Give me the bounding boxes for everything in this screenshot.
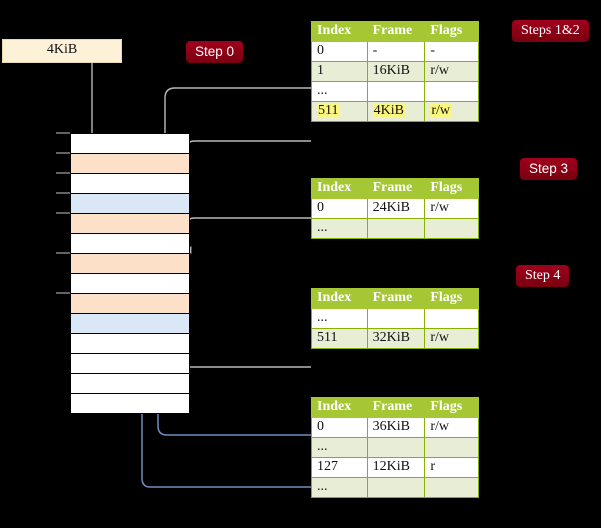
- cell-index: ...: [311, 437, 368, 458]
- cell-flags: r/w: [424, 61, 479, 82]
- column-header-frame: Frame: [366, 288, 426, 309]
- column-header-flags: Flags: [424, 178, 479, 199]
- table-row[interactable]: ...: [311, 81, 479, 102]
- cell-frame: 24KiB: [366, 198, 426, 219]
- cell-index: 1: [311, 61, 368, 82]
- cell-flags: r/w: [424, 101, 479, 122]
- memory-frame-row: [70, 193, 190, 214]
- table-row[interactable]: ...: [311, 218, 479, 239]
- virtual-address-label: 4KiB: [46, 42, 78, 57]
- cell-flags: r/w: [424, 417, 479, 438]
- cell-flags: [424, 308, 479, 329]
- column-header-flags: Flags: [424, 397, 479, 418]
- cell-flags: r: [424, 457, 479, 478]
- memory-frame-row: [70, 153, 190, 174]
- table-row[interactable]: ...: [311, 477, 479, 498]
- cell-frame: 32KiB: [366, 328, 426, 349]
- column-header-index: Index: [311, 21, 368, 42]
- table-row[interactable]: 511 4KiB r/w: [311, 101, 479, 122]
- cell-frame: [366, 437, 426, 458]
- memory-frame-row: [70, 253, 190, 274]
- memory-frame-row: [70, 173, 190, 194]
- cell-index: 127: [311, 457, 368, 478]
- column-header-index: Index: [311, 178, 368, 199]
- cell-index: 0: [311, 198, 368, 219]
- cell-flags: r/w: [424, 328, 479, 349]
- column-header-frame: Frame: [366, 397, 426, 418]
- memory-frame-row: [70, 393, 190, 414]
- badge-steps-1-2: Steps 1&2: [512, 20, 589, 42]
- highlighted-value: 4KiB: [372, 103, 405, 118]
- badge-step-3: Step 3: [520, 158, 578, 180]
- cell-frame: [366, 308, 426, 329]
- cell-frame: [366, 81, 426, 102]
- memory-frame-row: [70, 213, 190, 234]
- column-header-index: Index: [311, 288, 368, 309]
- cell-flags: -: [424, 41, 479, 62]
- highlighted-value: r/w: [430, 103, 452, 118]
- cell-flags: [424, 218, 479, 239]
- column-header-frame: Frame: [366, 178, 426, 199]
- cell-index: ...: [311, 308, 368, 329]
- cell-index: 511: [311, 101, 368, 122]
- memory-frame-row: [70, 333, 190, 354]
- table-row[interactable]: 0--: [311, 41, 479, 62]
- badge-step-0: Step 0: [186, 41, 244, 63]
- cell-frame: [366, 218, 426, 239]
- cell-frame: 4KiB: [366, 101, 426, 122]
- memory-frame-row: [70, 233, 190, 254]
- cell-index: ...: [311, 218, 368, 239]
- highlighted-value: 511: [317, 103, 340, 118]
- column-header-frame: Frame: [366, 21, 426, 42]
- memory-frame-row: [70, 293, 190, 314]
- cell-frame: 16KiB: [366, 61, 426, 82]
- column-header-flags: Flags: [424, 21, 479, 42]
- cell-frame: 12KiB: [366, 457, 426, 478]
- badge-step-4: Step 4: [516, 265, 570, 287]
- memory-frame-row: [70, 273, 190, 294]
- cell-flags: [424, 81, 479, 102]
- memory-frame-row: [70, 313, 190, 334]
- cell-index: 0: [311, 41, 368, 62]
- virtual-address-box: 4KiB: [2, 39, 122, 63]
- cell-index: ...: [311, 81, 368, 102]
- memory-frame-row: [70, 353, 190, 374]
- column-header-index: Index: [311, 397, 368, 418]
- cell-frame: [366, 477, 426, 498]
- column-header-flags: Flags: [424, 288, 479, 309]
- cell-frame: 36KiB: [366, 417, 426, 438]
- physical-memory-column: [70, 133, 190, 414]
- memory-frame-row: [70, 373, 190, 394]
- table-row[interactable]: ...: [311, 308, 479, 329]
- cell-flags: [424, 437, 479, 458]
- table-row[interactable]: ...: [311, 437, 479, 458]
- cell-frame: -: [366, 41, 426, 62]
- cell-index: 0: [311, 417, 368, 438]
- cell-flags: [424, 477, 479, 498]
- cell-flags: r/w: [424, 198, 479, 219]
- cell-index: ...: [311, 477, 368, 498]
- memory-frame-row: [70, 133, 190, 154]
- cell-index: 511: [311, 328, 368, 349]
